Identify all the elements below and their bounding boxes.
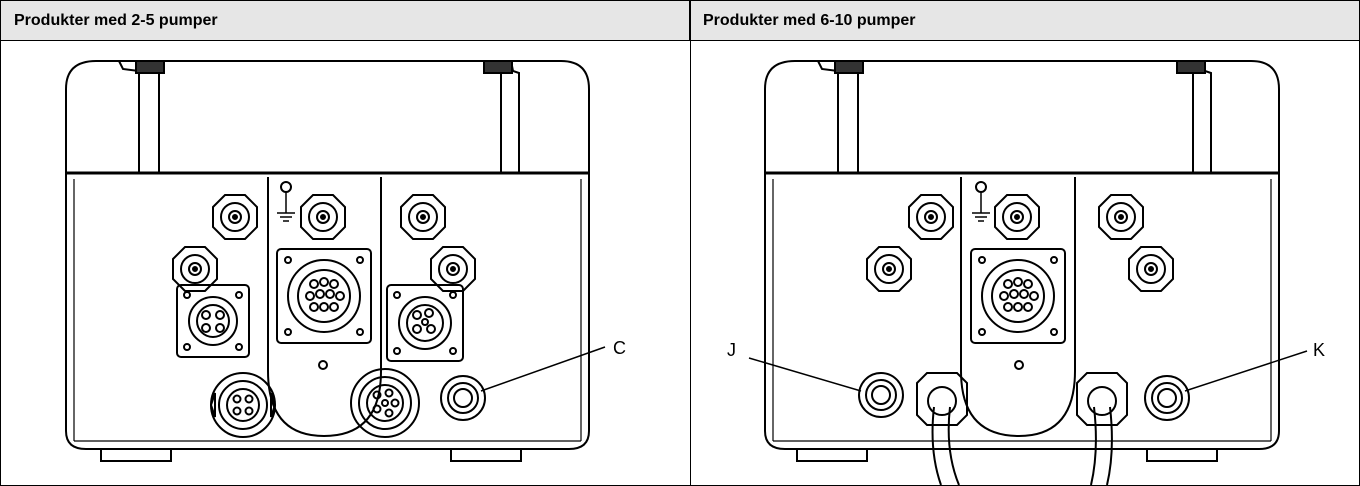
port-c (440, 375, 486, 421)
fitting-5 (1128, 246, 1174, 292)
lower-body (764, 173, 1280, 450)
connector-square-right (386, 284, 464, 362)
fitting-3 (400, 194, 446, 240)
cable-gland-left (916, 372, 968, 485)
device-rear-2-5-pumps: C (65, 60, 626, 462)
fitting-5 (430, 246, 476, 292)
callout-j: J (727, 340, 736, 360)
callout-line-k (1184, 350, 1308, 392)
connector-square-center (970, 248, 1066, 344)
connector-square-center (276, 248, 372, 344)
fitting-3 (1098, 194, 1144, 240)
round-connector-right (350, 368, 420, 438)
fitting-1 (908, 194, 954, 240)
device-rear-6-10-pumps: J K (727, 60, 1325, 485)
column-header-2-5-pumps: Produkter med 2-5 pumper (1, 1, 690, 41)
cable-gland-right (1076, 372, 1128, 485)
round-connector-left (209, 372, 277, 438)
port-j (858, 372, 904, 418)
callout-k: K (1313, 340, 1325, 360)
fitting-4 (172, 246, 218, 292)
column-divider (690, 1, 691, 485)
top-cover (65, 60, 590, 174)
fitting-2 (300, 194, 346, 240)
center-plate (960, 177, 1076, 438)
fitting-4 (866, 246, 912, 292)
fitting-2 (994, 194, 1040, 240)
callout-line-c (480, 346, 606, 392)
port-k (1144, 375, 1190, 421)
connector-square-left (176, 284, 250, 358)
callout-c: C (613, 338, 626, 358)
fitting-1 (212, 194, 258, 240)
column-header-6-10-pumps: Produkter med 6-10 pumper (690, 1, 1359, 41)
callout-line-j (748, 357, 862, 392)
top-cover (764, 60, 1280, 174)
lower-body (65, 173, 590, 450)
